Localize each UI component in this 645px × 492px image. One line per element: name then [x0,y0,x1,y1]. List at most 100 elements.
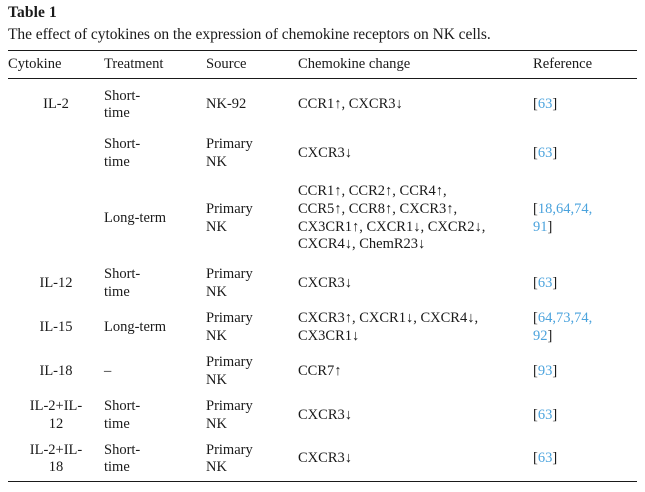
text-line: CCR7↑ [298,362,342,379]
reference-line: [63] [533,275,637,293]
reference-number[interactable]: 3 [563,309,571,326]
reference-number[interactable]: 3 [545,96,553,113]
cytokine-cell: IL-12 [8,262,104,306]
reference-number[interactable]: 1 [537,200,546,217]
reference-number[interactable]: 8 [545,200,553,217]
column-header-chemokine-change: Chemokine change [298,50,533,79]
text-line: Primary [206,353,253,370]
text-line: Primary [206,397,253,414]
chemokine-change-cell: CXCR3↑, CXCR1↓, CXCR4↓,CX3CR1↓ [298,306,533,350]
text-line: IL-15 [39,318,73,335]
text-line: IL-2+IL- [29,397,83,414]
reference-bracket: [ [533,309,538,326]
reference-number[interactable]: 3 [545,362,553,379]
text-line: time [104,153,130,170]
text-line: IL-2+IL- [29,441,83,458]
treatment-cell: Short-time [104,79,206,132]
chemokine-change-cell: CCR1↑, CCR2↑, CCR4↑,CCR5↑, CCR8↑, CXCR3↑… [298,176,533,262]
treatment-cell: Short-time [104,394,206,438]
reference-separator: , [588,309,593,326]
reference-bracket: ] [552,362,558,379]
reference-number[interactable]: 4 [581,200,589,217]
reference-cell: [18,64,74,91] [533,176,637,262]
text-line: NK [206,218,227,235]
reference-number[interactable]: 6 [537,450,546,467]
reference-number[interactable]: 9 [533,218,541,235]
treatment-cell: Short-time [104,437,206,482]
text-line: IL-12 [39,274,73,291]
reference-number[interactable]: 4 [581,309,589,326]
text-line: 18 [48,459,64,476]
reference-separator: , [552,309,556,326]
text-line: CXCR3↑, CXCR1↓, CXCR4↓, [298,309,479,326]
reference-number[interactable]: 3 [545,144,553,161]
text-line: NK [206,327,227,344]
reference-bracket: [ [533,450,538,467]
text-line: NK [206,415,227,432]
text-line: Primary [206,309,253,326]
reference-line: 91] [533,219,637,237]
cytokine-cell: IL-18 [8,350,104,394]
text-line: time [104,105,130,122]
text-line: CCR1↑, CXCR3↓ [298,96,403,113]
reference-bracket: [ [533,96,538,113]
reference-bracket: ] [547,327,553,344]
reference-number[interactable]: 4 [545,309,553,326]
reference-bracket: [ [533,406,538,423]
text-line: Primary [206,441,253,458]
reference-number[interactable]: 6 [537,309,546,326]
reference-number[interactable]: 1 [540,218,548,235]
text-line: – [104,362,112,379]
reference-number[interactable]: 6 [555,200,564,217]
reference-bracket: ] [552,144,558,161]
reference-number[interactable]: 9 [537,362,546,379]
text-line: Primary [206,135,253,152]
reference-separator: , [570,200,575,217]
reference-separator: , [570,309,575,326]
reference-line: [63] [533,407,637,425]
header-row: Cytokine Treatment Source Chemokine chan… [8,50,637,79]
reference-line: [63] [533,96,637,114]
reference-number[interactable]: 2 [540,327,548,344]
reference-bracket: ] [552,274,558,291]
reference-number[interactable]: 6 [537,144,546,161]
reference-number[interactable]: 9 [533,327,541,344]
text-line: Short- [104,265,141,282]
reference-number[interactable]: 3 [545,406,553,423]
chemokine-change-cell: CCR1↑, CXCR3↓ [298,79,533,132]
treatment-cell: Short-time [104,262,206,306]
text-line: CXCR3↓ [298,406,352,423]
reference-number[interactable]: 6 [537,406,546,423]
reference-number[interactable]: 6 [537,96,546,113]
chemokine-change-cell: CXCR3↓ [298,394,533,438]
column-header-reference: Reference [533,50,637,79]
text-line: NK [206,371,227,388]
reference-line: [63] [533,450,637,468]
reference-line: [18,64,74, [533,201,637,219]
text-line: CXCR3↓ [298,450,352,467]
reference-number[interactable]: 3 [545,274,553,291]
reference-cell: [63] [533,394,637,438]
reference-number[interactable]: 3 [545,450,553,467]
text-line: time [104,415,130,432]
reference-bracket: ] [552,450,558,467]
reference-bracket: ] [552,96,558,113]
reference-bracket: [ [533,274,538,291]
text-line: CX3CR1↑, CXCR1↓, CXCR2↓, [298,218,486,235]
reference-number[interactable]: 7 [574,200,582,217]
reference-cell: [64,73,74,92] [533,306,637,350]
text-line: CXCR3↓ [298,274,352,291]
text-line: Short- [104,397,141,414]
reference-number[interactable]: 6 [537,274,546,291]
text-line: NK-92 [206,96,247,113]
reference-number[interactable]: 7 [574,309,582,326]
reference-number[interactable]: 4 [563,200,571,217]
reference-number[interactable]: 7 [555,309,564,326]
